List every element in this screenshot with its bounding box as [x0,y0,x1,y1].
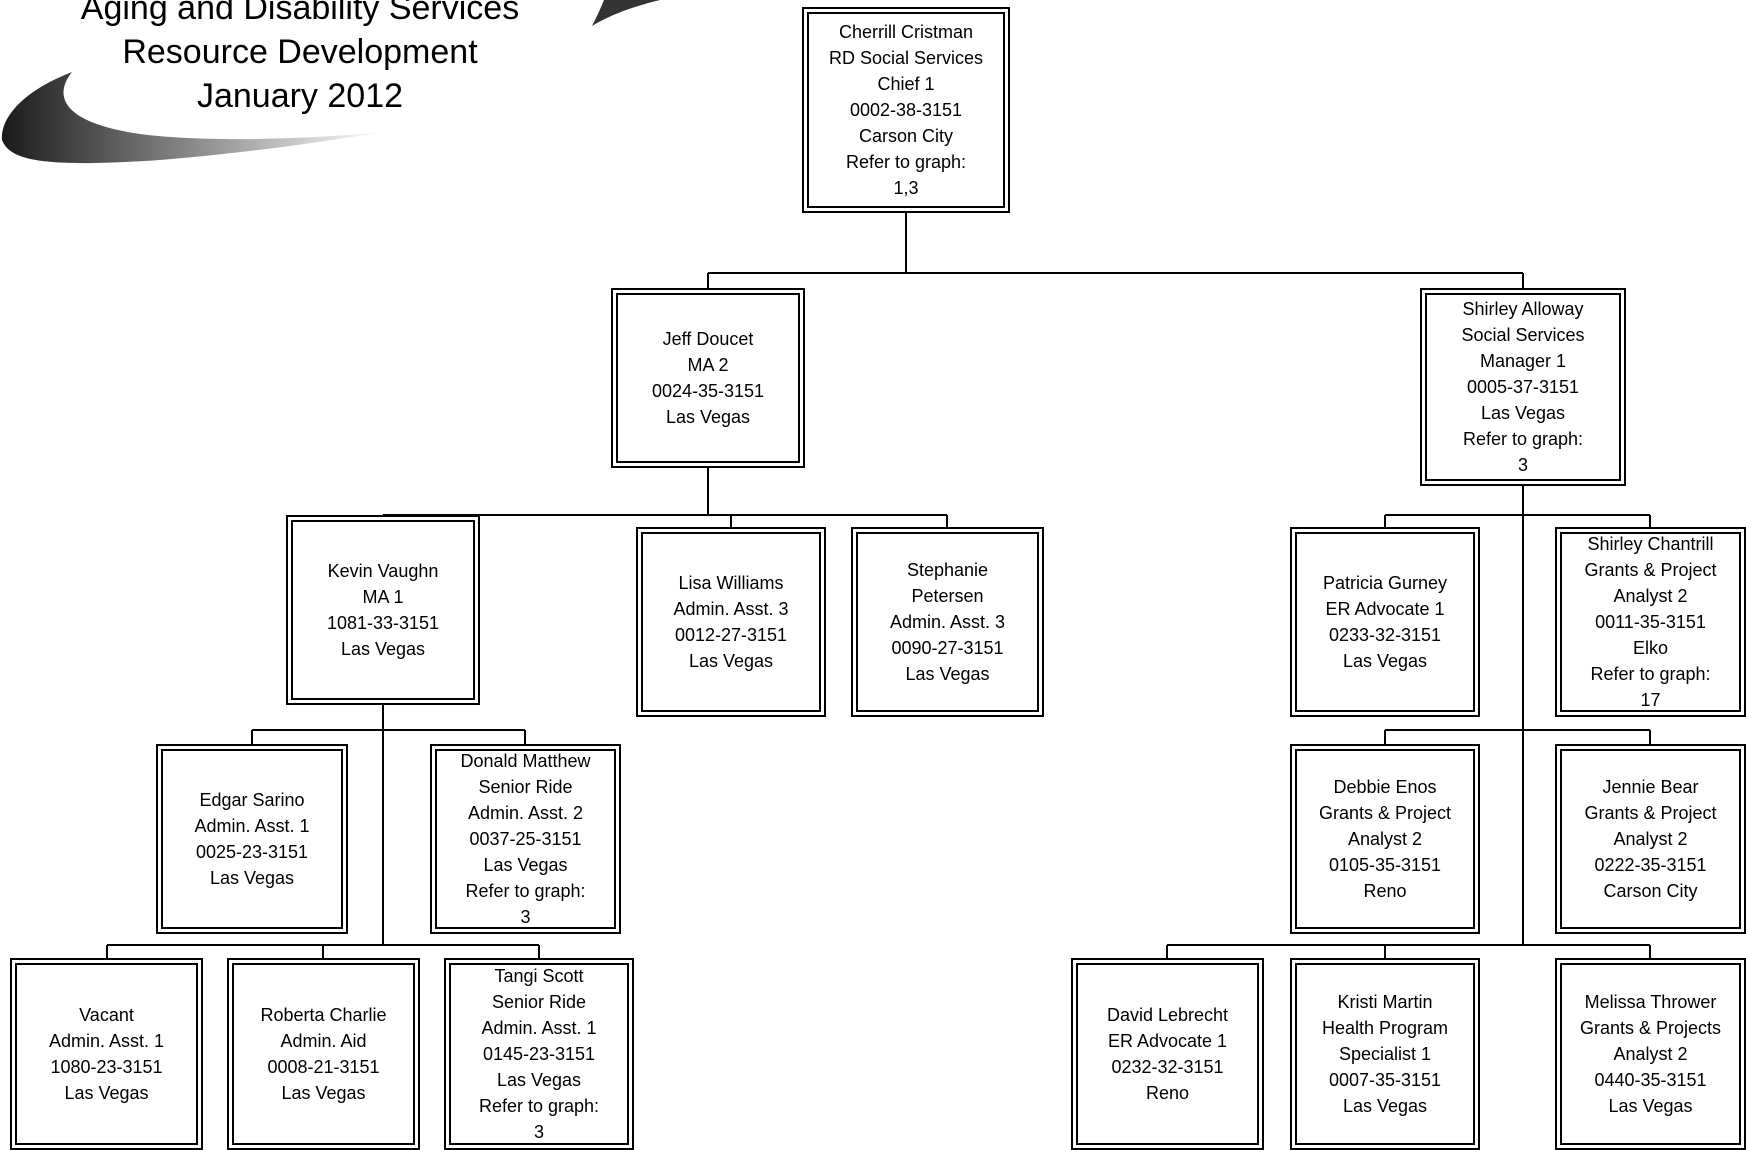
org-node-alloway: Shirley Alloway Social Services Manager … [1420,288,1626,486]
node-text: Debbie Enos Grants & Project Analyst 2 0… [1318,777,1452,901]
org-node-matthew: Donald Matthew Senior Ride Admin. Asst. … [430,744,621,934]
org-node-petersen: Stephanie Petersen Admin. Asst. 3 0090-2… [851,527,1044,717]
node-text: Roberta Charlie Admin. Aid 0008-21-3151 … [260,1005,387,1103]
node-text: Vacant Admin. Asst. 1 1080-23-3151 Las V… [48,1005,165,1103]
node-text: Shirley Chantrill Grants & Project Analy… [1584,534,1717,710]
org-node-williams: Lisa Williams Admin. Asst. 3 0012-27-315… [636,527,826,717]
org-node-gurney: Patricia Gurney ER Advocate 1 0233-32-31… [1290,527,1480,717]
node-text: Kevin Vaughn MA 1 1081-33-3151 Las Vegas [326,561,440,659]
org-node-charlie: Roberta Charlie Admin. Aid 0008-21-3151 … [227,958,420,1150]
node-text: Kristi Martin Health Program Specialist … [1321,992,1449,1116]
logo-swoosh [1,0,660,164]
node-text: Lisa Williams Admin. Asst. 3 0012-27-315… [673,573,789,671]
org-node-vacant: Vacant Admin. Asst. 1 1080-23-3151 Las V… [10,958,203,1150]
org-node-sarino: Edgar Sarino Admin. Asst. 1 0025-23-3151… [156,744,348,934]
node-text: Edgar Sarino Admin. Asst. 1 0025-23-3151… [194,790,310,888]
org-node-bear: Jennie Bear Grants & Project Analyst 2 0… [1555,744,1746,934]
org-node-enos: Debbie Enos Grants & Project Analyst 2 0… [1290,744,1480,934]
org-node-doucet: Jeff Doucet MA 2 0024-35-3151 Las Vegas [611,288,805,468]
node-text: Melissa Thrower Grants & Projects Analys… [1579,992,1722,1116]
org-node-cristman: Cherrill Cristman RD Social Services Chi… [802,7,1010,213]
node-text: David Lebrecht ER Advocate 1 0232-32-315… [1106,1005,1229,1103]
node-text: Donald Matthew Senior Ride Admin. Asst. … [460,751,591,927]
org-node-lebrecht: David Lebrecht ER Advocate 1 0232-32-315… [1071,958,1264,1150]
org-node-chantrill: Shirley Chantrill Grants & Project Analy… [1555,527,1746,717]
org-node-vaughn: Kevin Vaughn MA 1 1081-33-3151 Las Vegas [286,515,480,705]
node-text: Patricia Gurney ER Advocate 1 0233-32-31… [1322,573,1448,671]
node-text: Jeff Doucet MA 2 0024-35-3151 Las Vegas [651,329,765,427]
org-node-scott: Tangi Scott Senior Ride Admin. Asst. 1 0… [444,958,634,1150]
org-node-martin: Kristi Martin Health Program Specialist … [1290,958,1480,1150]
node-text: Shirley Alloway Social Services Manager … [1461,299,1585,475]
org-node-thrower: Melissa Thrower Grants & Projects Analys… [1555,958,1746,1150]
node-text: Tangi Scott Senior Ride Admin. Asst. 1 0… [478,966,600,1142]
node-text: Cherrill Cristman RD Social Services Chi… [828,22,984,198]
chart-title: Aging and Disability Services Resource D… [80,0,520,115]
node-text: Jennie Bear Grants & Project Analyst 2 0… [1584,777,1717,901]
node-text: Stephanie Petersen Admin. Asst. 3 0090-2… [889,560,1006,684]
